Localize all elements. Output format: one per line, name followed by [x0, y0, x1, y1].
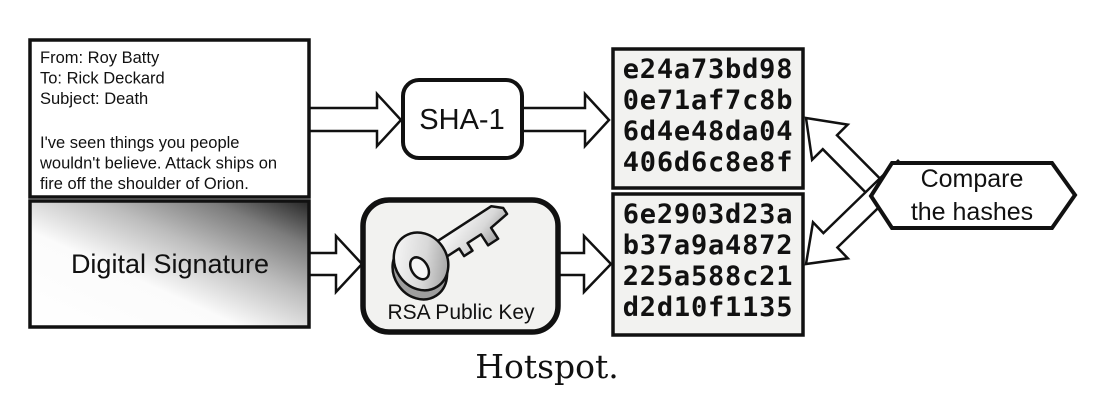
digital-signature-label: Digital Signature	[71, 249, 269, 279]
message-hash-line: e24a73bd98	[623, 54, 794, 85]
arrow-rsa-to-hash	[556, 232, 613, 296]
signature-hash-line: 6e2903d23a	[623, 199, 794, 230]
key-hole	[408, 256, 431, 281]
caption: Hotspot.	[475, 347, 619, 386]
signature-hash-line: d2d10f1135	[623, 292, 794, 323]
sha1-label: SHA-1	[419, 104, 504, 136]
compare-hashes-box	[868, 161, 1078, 230]
message-hash-line: 0e71af7c8b	[623, 85, 794, 116]
signature-hash-line: b37a9a4872	[623, 230, 794, 261]
message-hash-line: 6d4e48da04	[623, 116, 794, 147]
arrow-sha1-to-hash	[520, 90, 611, 150]
arrow-signature-to-rsa	[307, 232, 364, 296]
message-line: wouldn't believe. Attack ships on	[39, 155, 277, 173]
message-line: To: Rick Deckard	[40, 70, 165, 88]
compare-hashes-label-line2: the hashes	[911, 198, 1033, 226]
message-hash-line: 406d6c8e8f	[623, 147, 794, 178]
sha1-box	[401, 78, 524, 160]
rsa-public-key-label: RSA Public Key	[387, 301, 535, 324]
arrow-message-to-sha1	[307, 90, 403, 150]
key-icon	[391, 204, 509, 301]
digital-signature-box	[28, 199, 311, 329]
key-shaft	[426, 204, 509, 264]
compare-hashes-label-line1: Compare	[921, 165, 1024, 193]
message-line: fire off the shoulder of Orion.	[40, 175, 249, 193]
message-line: Subject: Death	[40, 90, 148, 108]
message-box	[28, 38, 311, 199]
message-line: I've seen things you people	[40, 134, 239, 152]
signature-hash-box	[611, 192, 805, 337]
message-hash-box	[611, 47, 805, 190]
signature-hash-line: 225a588c21	[623, 261, 794, 292]
message-line: From: Roy Batty	[40, 49, 160, 67]
